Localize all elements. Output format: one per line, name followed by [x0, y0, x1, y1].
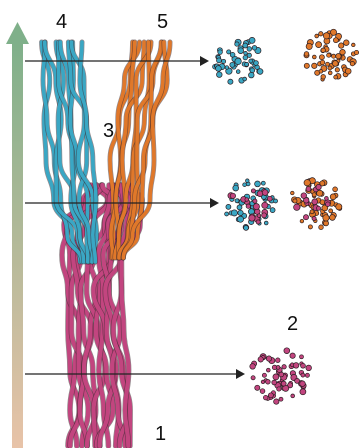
up-arrow-gradient-icon — [6, 22, 29, 448]
bundle-orange-branch — [110, 42, 170, 258]
cross-section-magenta — [250, 348, 312, 404]
pointer-arrow-bottom — [25, 369, 245, 379]
label-1: 1 — [155, 424, 166, 444]
label-3: 3 — [103, 121, 114, 141]
cross-section-mixed-orange — [291, 178, 342, 230]
cross-section-orange-top — [304, 29, 359, 81]
cross-section-mixed-blue — [225, 179, 278, 231]
label-4: 4 — [56, 12, 67, 32]
cross-section-blue-top — [213, 37, 263, 84]
bundle-blue-branch — [42, 42, 97, 262]
label-5: 5 — [157, 12, 168, 32]
label-2: 2 — [287, 314, 298, 334]
